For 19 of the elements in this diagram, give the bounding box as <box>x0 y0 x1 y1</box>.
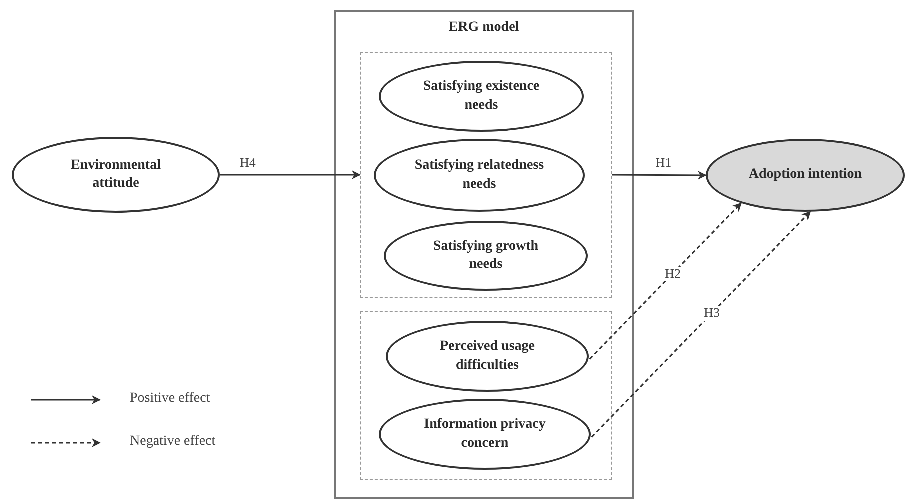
node-label: Satisfying relatedness needs <box>414 157 546 194</box>
edge-label: H3 <box>702 306 722 321</box>
node-label: Environmental attitude <box>70 156 162 193</box>
dashed-group-box <box>360 311 612 480</box>
node-label: Satisfying existence needs <box>422 78 541 114</box>
arrow <box>612 170 707 180</box>
edge-label: H2 <box>663 266 684 281</box>
frame-title: ERG model <box>448 20 520 36</box>
dashed-arrow <box>591 211 812 438</box>
arrow <box>220 170 361 180</box>
node-label: Satisfying growth needs <box>432 238 540 274</box>
dashed-group-box <box>360 52 612 298</box>
legend-label: Positive effect <box>130 391 210 407</box>
node-label: Adoption intention <box>748 166 864 184</box>
dashed-arrow <box>589 202 742 360</box>
model-frame <box>334 10 634 499</box>
legend-label: Negative effect <box>130 434 216 450</box>
node-label: Information privacy concern <box>423 416 547 452</box>
node-label: Perceived usage difficulties <box>439 338 536 374</box>
